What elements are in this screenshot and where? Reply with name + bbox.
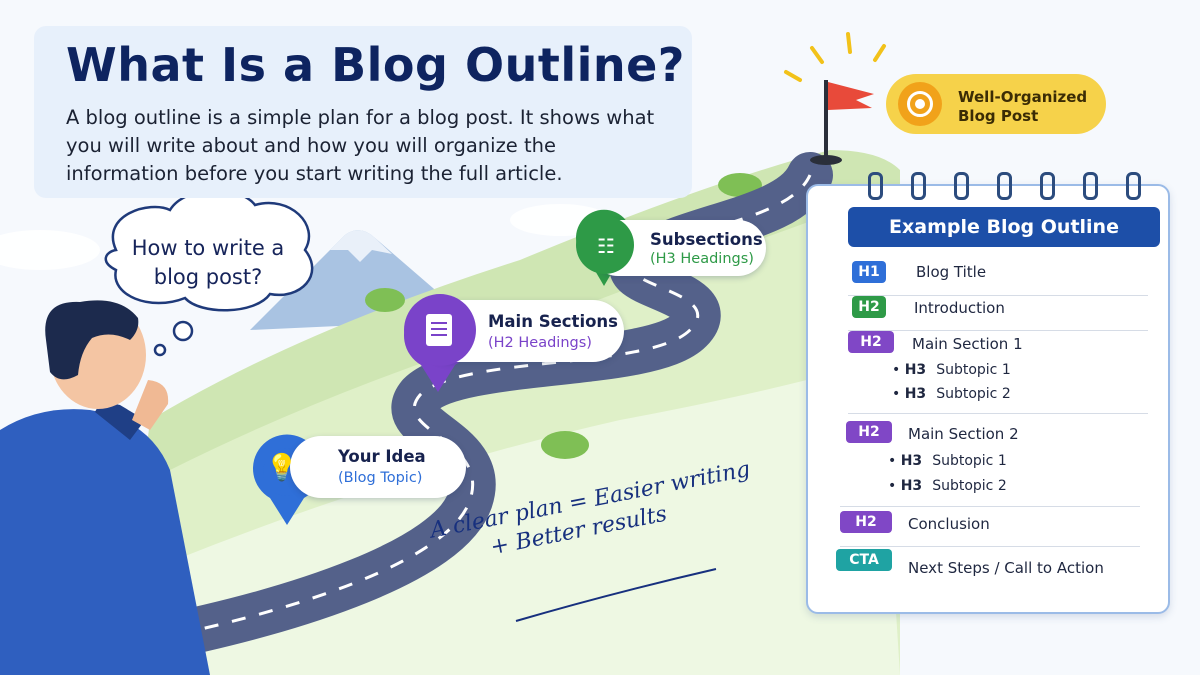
thought-text: How to write a blog post? — [131, 236, 285, 289]
tag-h1: H1 — [852, 261, 886, 283]
page-title: What Is a Blog Outline? — [66, 38, 685, 92]
stop-subsections: ☷ Subsections (H3 Headings) — [576, 216, 766, 276]
subtopic-tag: H3 — [904, 362, 927, 378]
subtopic-tag: H3 — [900, 478, 923, 494]
row-blog-title: Blog Title — [916, 263, 987, 281]
row-conclusion: Conclusion — [908, 515, 990, 533]
tag-cta: CTA — [836, 549, 892, 571]
sun-rays — [784, 32, 886, 82]
subtopic-tag: H3 — [904, 386, 927, 402]
stop-title: Subsections — [650, 230, 763, 249]
row-call-to-action: Next Steps / Call to Action — [908, 559, 1104, 577]
row-main-section-2: Main Section 2 — [908, 425, 1019, 443]
outline-title: Example Blog Outline — [848, 207, 1160, 247]
formula-underline — [515, 568, 717, 622]
goal-flag-icon — [810, 80, 874, 165]
bushes — [365, 173, 762, 459]
header-panel — [34, 26, 692, 198]
subtopic-label: Subtopic 2 — [936, 386, 1011, 402]
stop-your-idea: 💡 Your Idea (Blog Topic) — [266, 436, 466, 498]
lightbulb-icon: 💡 — [265, 452, 299, 482]
stop-subtitle: (Blog Topic) — [338, 470, 423, 486]
thought-bubble — [104, 189, 314, 312]
stop-title: Main Sections — [488, 312, 619, 331]
document-icon — [426, 314, 452, 346]
subtopic-tag: H3 — [900, 453, 923, 469]
page-description: A blog outline is a simple plan for a bl… — [66, 106, 655, 185]
stop-main-sections: Main Sections (H2 Headings) — [404, 294, 624, 366]
stop-subtitle: (H3 Headings) — [650, 251, 754, 267]
subsections-badge — [576, 216, 634, 274]
sitemap-icon: ☷ — [597, 236, 615, 258]
outline-card — [806, 184, 1170, 614]
target-icon — [898, 82, 942, 126]
road-center-line — [149, 174, 812, 642]
tag-h2: H2 — [848, 331, 894, 353]
tag-h2: H2 — [846, 421, 892, 443]
stop-title: Your Idea — [338, 447, 426, 466]
subtopic-label: Subtopic 1 — [936, 362, 1011, 378]
stop-subtitle: (H2 Headings) — [488, 335, 592, 351]
subtopic-label: Subtopic 2 — [932, 478, 1007, 494]
thinking-person-illustration — [0, 300, 210, 675]
row-main-section-1: Main Section 1 — [912, 335, 1023, 353]
tag-h2: H2 — [852, 296, 886, 318]
subtopic-label: Subtopic 1 — [932, 453, 1007, 469]
row-introduction: Introduction — [914, 299, 1005, 317]
goal-label: Well-Organized Blog Post — [958, 88, 1088, 125]
tag-h2: H2 — [840, 511, 892, 533]
